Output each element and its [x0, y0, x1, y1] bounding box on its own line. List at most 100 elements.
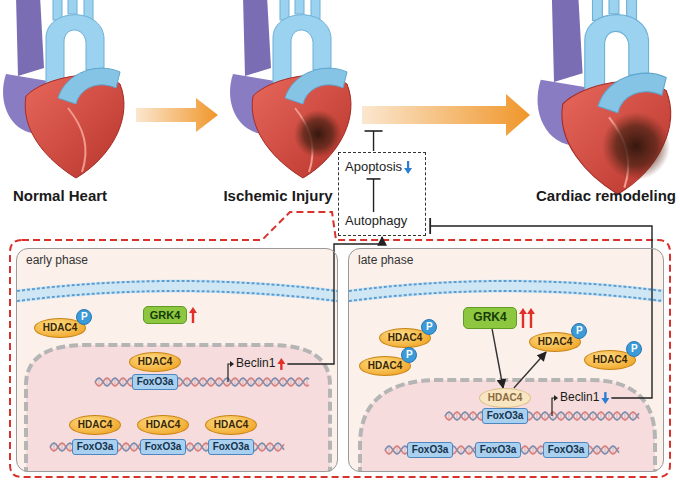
- dna-rung: [613, 446, 614, 454]
- protein-oval: HDAC4P: [584, 350, 636, 370]
- ischemic-area: [294, 110, 342, 158]
- protein-oval: HDAC4P: [359, 356, 411, 376]
- inhibition-bar: [367, 178, 381, 180]
- level-arrowhead: [519, 308, 527, 314]
- dna-rung: [601, 412, 602, 420]
- membrane-line: [17, 291, 337, 301]
- protein-oval: HDAC4: [137, 415, 189, 435]
- dna-rung: [533, 446, 534, 454]
- dna-rung: [259, 378, 260, 386]
- heart-label: Cardiac remodeling: [536, 187, 676, 204]
- dna-rung: [134, 443, 135, 451]
- dna-rung: [126, 443, 127, 451]
- dna-rung: [187, 378, 188, 386]
- membrane-line: [17, 281, 337, 291]
- dna-strand: [445, 412, 639, 420]
- dna-rung: [597, 446, 598, 454]
- node-text: P: [426, 321, 433, 333]
- node-text: Apoptosis: [345, 160, 402, 175]
- protein-oval: HDAC4P: [379, 328, 431, 348]
- dna-rung: [449, 412, 450, 420]
- dna-strand: [95, 378, 309, 386]
- factor-box: FoxO3a: [208, 439, 255, 455]
- inhibition-line: [373, 179, 374, 212]
- ischemic-heart: [230, 0, 351, 178]
- dna-rung: [569, 412, 570, 420]
- level-arrow: [530, 313, 532, 328]
- dna-rung: [465, 412, 466, 420]
- kinase-box: GRK4: [463, 307, 517, 329]
- progress-arrow: [136, 98, 218, 132]
- level-arrowhead: [527, 308, 535, 314]
- dna-rung: [190, 443, 191, 451]
- node-text: FoxO3a: [487, 410, 524, 422]
- node-text: HDAC4: [593, 354, 627, 366]
- node-text: HDAC4: [488, 392, 522, 404]
- dna-rung: [291, 378, 292, 386]
- phase-panel: early phaseGRK4HDAC4PHDAC4FoxO3aHDAC4HDA…: [16, 248, 338, 472]
- protein-oval: HDAC4: [479, 388, 531, 408]
- factor-box: FoxO3a: [482, 408, 529, 424]
- heart-label: Ischemic Injury: [223, 187, 332, 204]
- dna-rung: [461, 446, 462, 454]
- detail-outline: [10, 212, 670, 477]
- level-arrow: [604, 392, 606, 399]
- level-arrowhead: [189, 307, 197, 313]
- dna-rung: [251, 378, 252, 386]
- phosphate-circle: P: [626, 341, 642, 357]
- factor-box: FoxO3a: [72, 439, 119, 455]
- dna-rung: [299, 378, 300, 386]
- progress-arrow: [362, 94, 530, 136]
- node-text: FoxO3a: [480, 444, 517, 456]
- dna-rung: [405, 446, 406, 454]
- dna-rung: [270, 443, 271, 451]
- dna-rung: [283, 378, 284, 386]
- node-text: HDAC4: [368, 360, 402, 372]
- inhibition-bar: [429, 218, 431, 234]
- dna-rung: [625, 412, 626, 420]
- node-text: FoxO3a: [77, 441, 114, 453]
- dna-rung: [389, 446, 390, 454]
- early-cell: [17, 281, 337, 472]
- ischemic-area: [602, 112, 670, 180]
- dna-rung: [235, 378, 236, 386]
- factor-box: FoxO3a: [475, 442, 522, 458]
- node-text: HDAC4: [214, 419, 248, 431]
- dna-rung: [70, 443, 71, 451]
- protein-oval: HDAC4P: [34, 318, 86, 338]
- dna-rung: [633, 412, 634, 420]
- late-cell: [349, 281, 663, 472]
- phosphate-circle: P: [421, 319, 437, 335]
- dna-rung: [262, 443, 263, 451]
- inhibition-line: [430, 226, 652, 398]
- node-text: P: [81, 311, 88, 323]
- dna-rung: [62, 443, 63, 451]
- phosphate-circle: P: [571, 323, 587, 339]
- protein-oval: HDAC4P: [529, 332, 581, 352]
- node-text: GRK4: [150, 309, 181, 322]
- dna-rung: [179, 378, 180, 386]
- dna-rung: [211, 378, 212, 386]
- dna-rung: [545, 412, 546, 420]
- normal-heart: [3, 0, 124, 178]
- dna-rung: [275, 378, 276, 386]
- factor-box: FoxO3a: [407, 442, 454, 458]
- protein-oval: HDAC4: [69, 415, 121, 435]
- node-text: HDAC4: [146, 419, 180, 431]
- factor-box: FoxO3a: [543, 442, 590, 458]
- promoter-arrow: [552, 398, 555, 416]
- dna-rung: [561, 412, 562, 420]
- node-text: FoxO3a: [137, 376, 174, 388]
- level-arrow: [280, 363, 282, 370]
- node-text: P: [406, 349, 413, 361]
- dna-rung: [219, 378, 220, 386]
- dna-rung: [609, 412, 610, 420]
- dna-rung: [457, 412, 458, 420]
- node-text: HDAC4: [43, 322, 77, 334]
- phosphate-circle: P: [76, 309, 92, 325]
- dna-rung: [267, 378, 268, 386]
- membrane-line: [349, 291, 663, 301]
- node-text: P: [631, 343, 638, 355]
